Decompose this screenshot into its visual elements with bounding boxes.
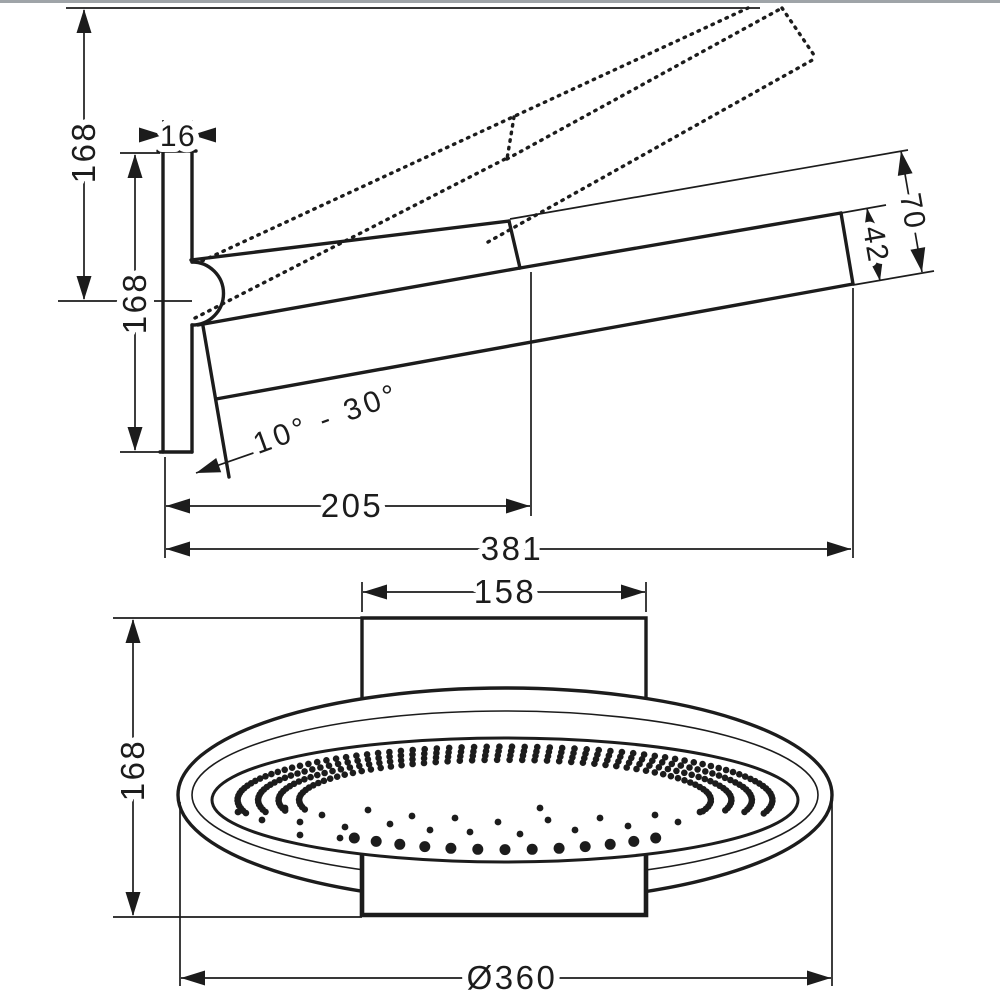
pivot-joint (190, 260, 226, 327)
dim-bracket-height-label: 168 (114, 739, 151, 802)
dim-plate-height: 168 (110, 152, 160, 453)
dim-outer-height-label: 168 (65, 121, 102, 184)
mounting-bracket-lower (359, 850, 649, 918)
dim-outer-height: 168 (58, 7, 760, 302)
dim-total-projection-label: 381 (481, 530, 544, 567)
dim-head-diameter: Ø360 (179, 802, 833, 1000)
top-border (0, 0, 1000, 3)
spray-nozzles (234, 743, 776, 856)
shower-head-face (176, 686, 834, 918)
dim-bracket-height: 168 (108, 617, 362, 918)
shower-head-side (201, 211, 855, 479)
dim-plate-height-label: 168 (116, 272, 153, 335)
dim-head-thickness-label: 42 (856, 224, 895, 266)
dim-total-projection: 381 (166, 288, 854, 573)
front-view: 158 168 Ø360 (108, 567, 834, 1000)
dim-plate-thickness-label: 16 (160, 120, 196, 153)
arm-position-dashed (193, 6, 818, 320)
dim-head-total-height-label: 70 (893, 191, 932, 233)
dim-plate-thickness: 16 (139, 114, 216, 159)
shower-arm (189, 219, 522, 327)
dim-arm-projection: 205 (164, 272, 532, 558)
dim-bracket-width-label: 158 (474, 573, 537, 610)
dim-bracket-width: 158 (361, 567, 647, 616)
mounting-bracket-upper (360, 616, 648, 762)
dim-head-diameter-label: Ø360 (467, 959, 558, 996)
side-view: 168 16 168 42 (58, 6, 938, 573)
dim-arm-projection-label: 205 (321, 487, 384, 524)
